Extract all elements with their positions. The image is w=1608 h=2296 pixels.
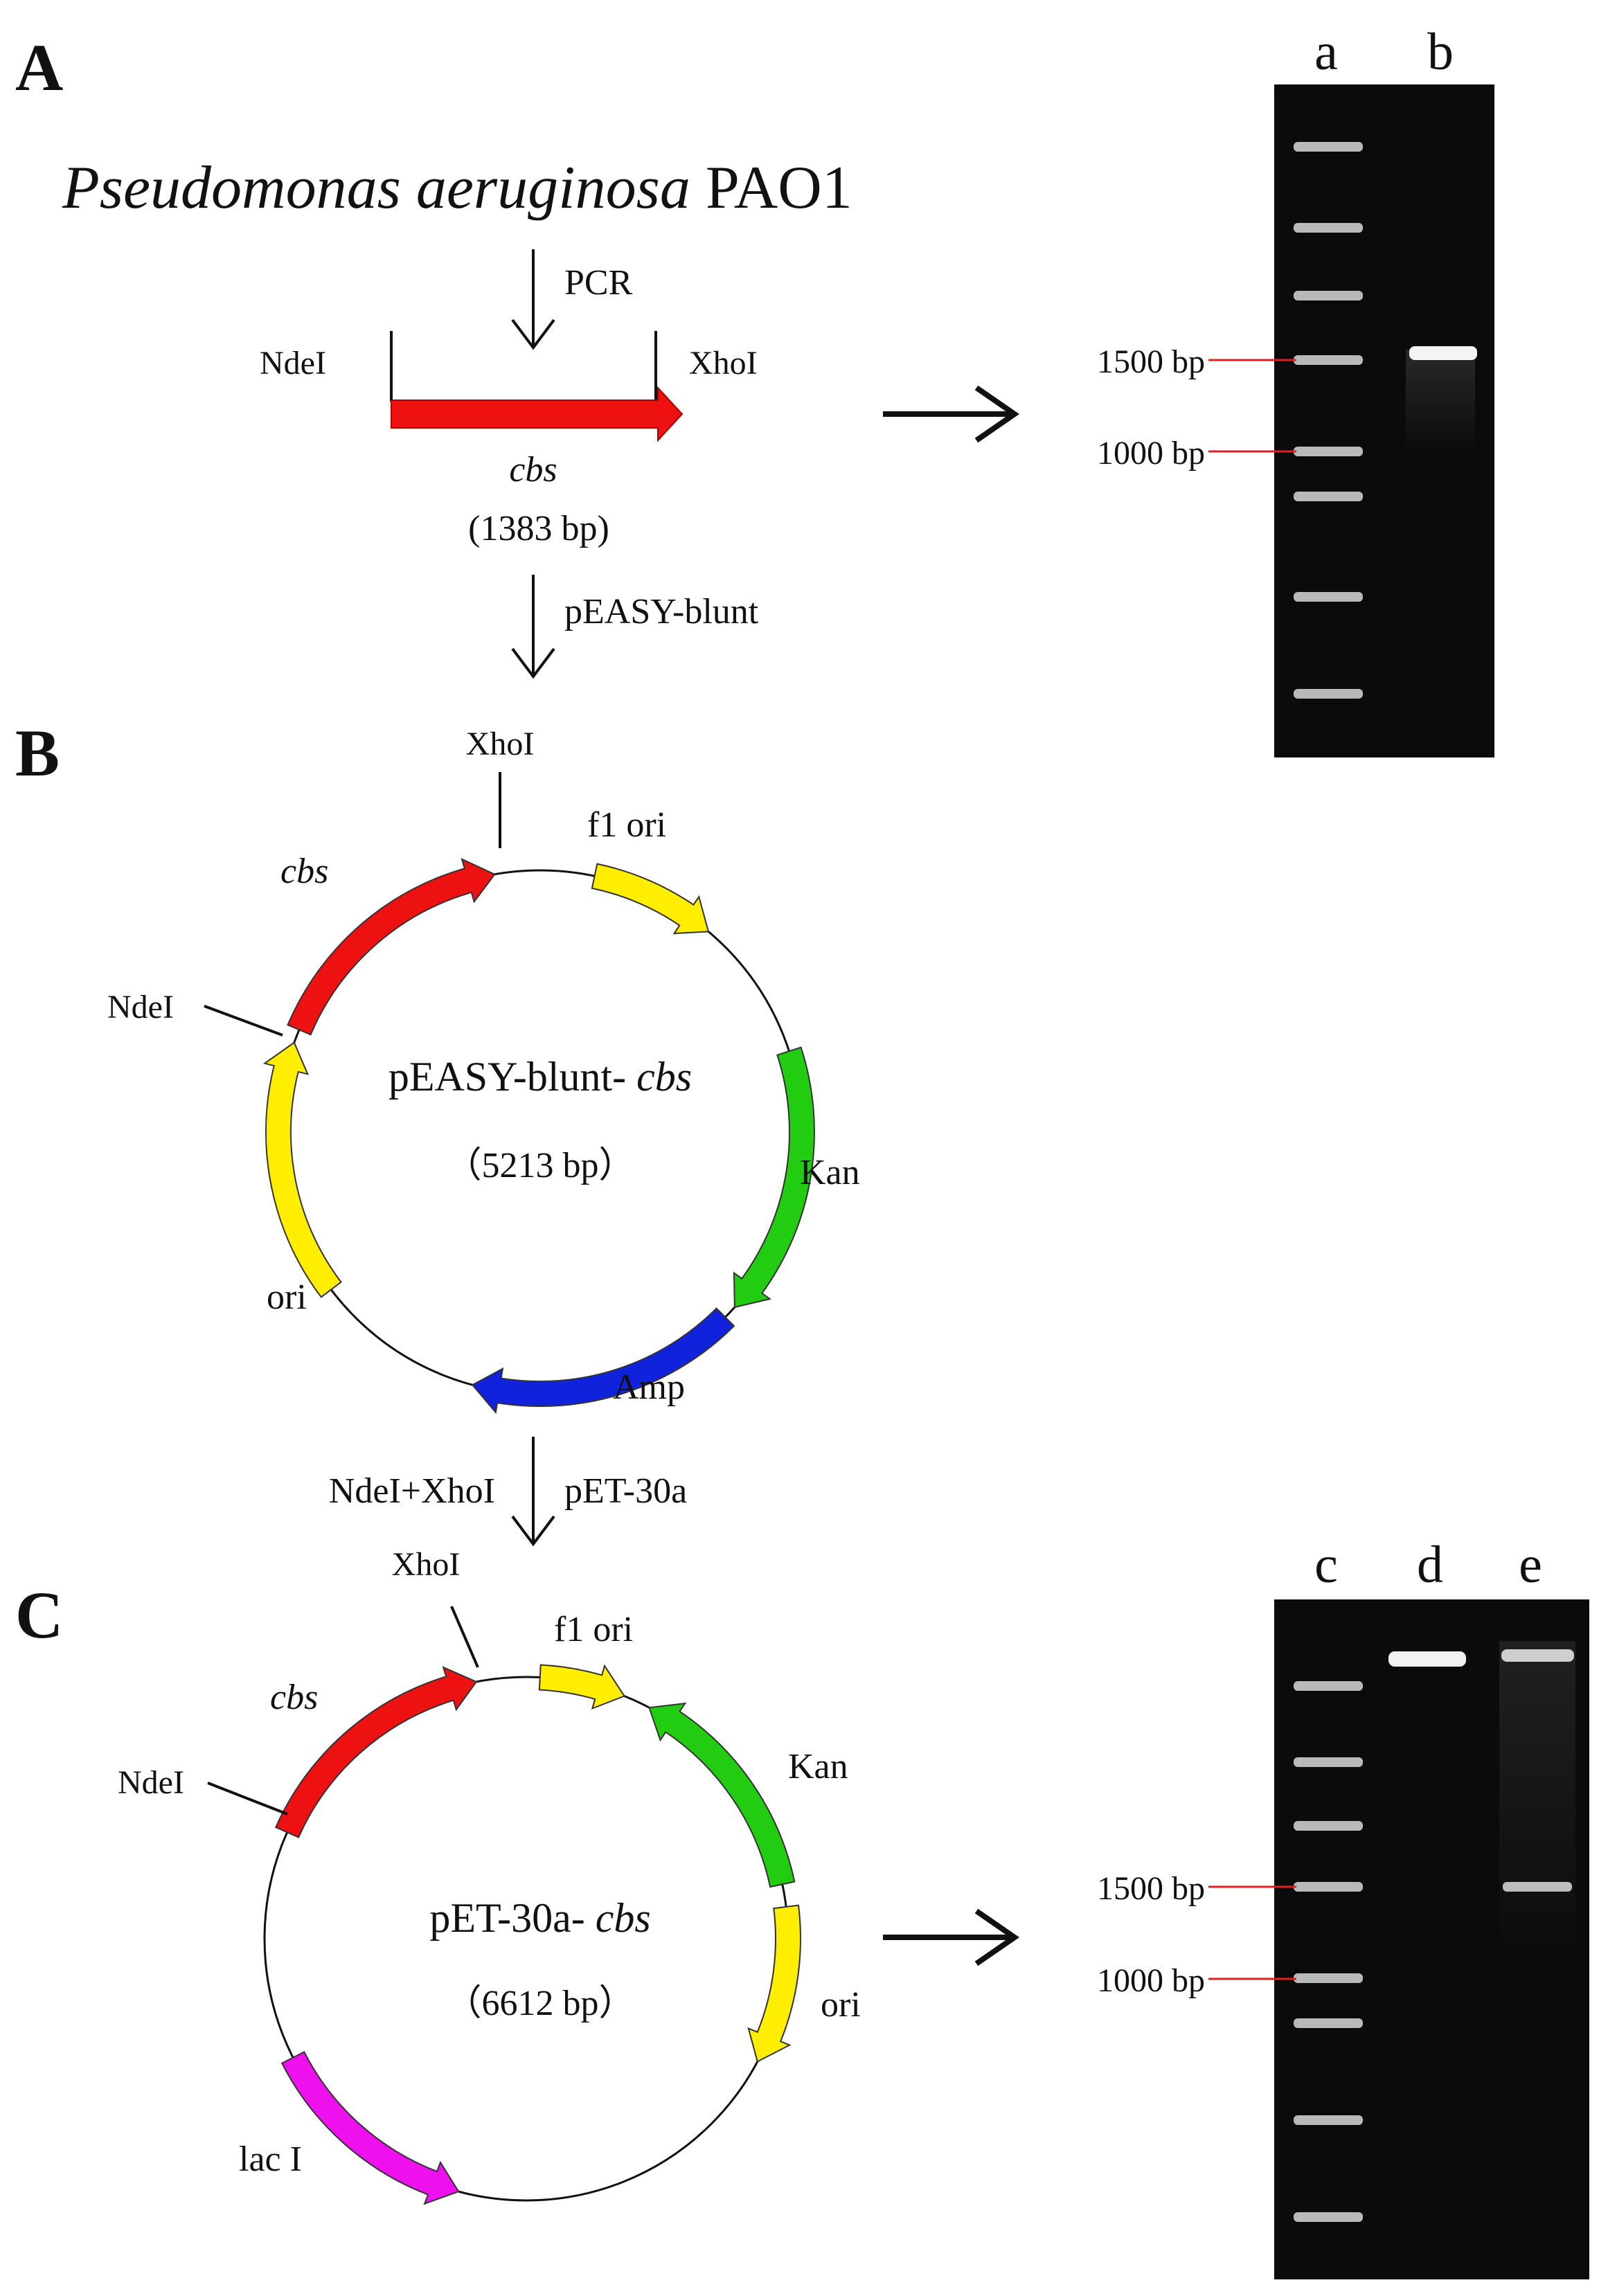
- b-xhoi-label: XhoI: [466, 726, 535, 762]
- b-ori-label: ori: [267, 1277, 307, 1317]
- gel-c-ladder-band: [1294, 2115, 1363, 2125]
- gel-a-ladder-band: [1294, 223, 1363, 233]
- c-laci-label: lac I: [239, 2140, 302, 2179]
- lane-a-label: a: [1314, 23, 1338, 81]
- gel-a-ladder: [1294, 142, 1363, 699]
- to-gel-a-arrow-head: [974, 385, 1020, 443]
- step-blunt-label: pEASY-blunt: [564, 592, 759, 631]
- gel-c-ladder-band: [1294, 1821, 1363, 1831]
- gel-a-smear: [1406, 350, 1475, 454]
- b-ndei-label: NdeI: [107, 989, 174, 1025]
- c-laci-feature: [280, 2051, 460, 2205]
- gel-c-ladder-band: [1294, 1973, 1363, 1983]
- c-xhoi-line: [450, 1606, 479, 1668]
- pET-plasmid-features: [274, 1664, 801, 2205]
- organism-strain: PAO1: [690, 154, 852, 222]
- gel-a-ladder-band: [1294, 447, 1363, 456]
- gel-c-ladder-band: [1294, 1757, 1363, 1767]
- b-amp-feature: [471, 1307, 735, 1415]
- c-plasmid-name-text: pET-30a-: [429, 1895, 595, 1941]
- step-pcr-label: PCR: [564, 263, 633, 303]
- gel-a-ladder-band: [1294, 492, 1363, 501]
- b-plasmid-name: pEASY-blunt- cbs: [388, 1054, 692, 1100]
- gel-a-sample-band: [1409, 346, 1477, 360]
- gel-c-ladder-band: [1294, 2018, 1363, 2028]
- c-ori-label: ori: [821, 1985, 861, 2025]
- c-plasmid-gene: cbs: [596, 1895, 651, 1941]
- c-plasmid-name: pET-30a- cbs: [429, 1895, 650, 1941]
- panel-c-letter: C: [15, 1578, 63, 1652]
- pEASY-plasmid-features: [262, 858, 815, 1415]
- c-ndei-line: [207, 1782, 288, 1815]
- c-plasmid-size: （6612 bp）: [445, 1984, 634, 2023]
- gene-name-label: cbs: [509, 450, 557, 490]
- b-cbs-label: cbs: [280, 852, 328, 891]
- gel-c-ladder-band: [1294, 1882, 1363, 1892]
- b-cbs-feature: [287, 858, 496, 1036]
- c-ori-feature: [747, 1904, 801, 2063]
- b-plasmid-gene: cbs: [636, 1054, 692, 1100]
- gel-a-ladder-band: [1294, 291, 1363, 301]
- panel-a-letter: A: [15, 30, 63, 105]
- c-cbs-label: cbs: [270, 1678, 318, 1717]
- blunt-arrow-head: [511, 647, 555, 679]
- c-kan-label: Kan: [788, 1747, 848, 1786]
- gel-c-lane-d-band: [1388, 1651, 1466, 1667]
- organism-title: Pseudomonas aeruginosa PAO1: [62, 154, 852, 222]
- digest-arrow-head: [511, 1515, 555, 1547]
- gene-size-label: (1383 bp): [468, 509, 609, 548]
- b-ori-feature: [262, 1041, 342, 1298]
- gel-c-ladder-band: [1294, 1681, 1363, 1691]
- b-f1-label: f1 ori: [587, 805, 666, 845]
- b-kan-feature: [733, 1046, 815, 1309]
- c-f1-label: f1 ori: [554, 1610, 633, 1649]
- lane-b-label: b: [1427, 23, 1454, 81]
- lane-c-label: c: [1314, 1536, 1338, 1594]
- ndei-site-label: NdeI: [260, 345, 326, 382]
- gel-c-lane-e-insert-band: [1503, 1882, 1572, 1892]
- c-xhoi-label: XhoI: [392, 1546, 461, 1583]
- digest-vector-label: pET-30a: [564, 1471, 687, 1511]
- digest-enzymes-label: NdeI+XhoI: [329, 1471, 495, 1511]
- c-kan-feature: [648, 1702, 796, 1888]
- b-f1ori-feature: [591, 863, 710, 935]
- b-ndei-line: [204, 1005, 283, 1037]
- gel-a-ladder-band: [1294, 592, 1363, 602]
- c-f1ori-feature: [538, 1664, 626, 1710]
- b-kan-label: Kan: [800, 1153, 860, 1192]
- to-gel-c-arrow-head: [974, 1908, 1020, 1966]
- gel-c-ladder: [1294, 1681, 1363, 2222]
- gel-a-ladder-band: [1294, 689, 1363, 699]
- gel-a-ladder-band: [1294, 142, 1363, 152]
- b-amp-label: Amp: [613, 1367, 685, 1407]
- pcr-arrow-head: [511, 319, 555, 350]
- cbs-gene-arrow: [391, 386, 684, 442]
- gel-c-1000-label: 1000 bp: [1097, 1962, 1205, 1999]
- c-ndei-label: NdeI: [118, 1764, 184, 1801]
- gel-c-lane-e-smear: [1499, 1641, 1575, 1966]
- gel-a-1000-label: 1000 bp: [1097, 435, 1205, 472]
- lane-e-label: e: [1519, 1536, 1542, 1594]
- gel-c-lane-e-top-band: [1501, 1649, 1574, 1662]
- xhoi-site-label: XhoI: [689, 345, 758, 382]
- lane-d-label: d: [1417, 1536, 1443, 1594]
- gel-c-1500-label: 1500 bp: [1097, 1870, 1205, 1907]
- gel-a-ladder-band: [1294, 355, 1363, 365]
- gel-c-ladder-band: [1294, 2212, 1363, 2222]
- b-plasmid-name-text: pEASY-blunt-: [388, 1054, 636, 1100]
- b-plasmid-size: （5213 bp）: [445, 1146, 634, 1185]
- gel-a-1500-label: 1500 bp: [1097, 343, 1205, 380]
- organism-name: Pseudomonas aeruginosa: [62, 154, 690, 222]
- panel-b-letter: B: [15, 716, 60, 790]
- c-cbs-feature: [274, 1666, 478, 1838]
